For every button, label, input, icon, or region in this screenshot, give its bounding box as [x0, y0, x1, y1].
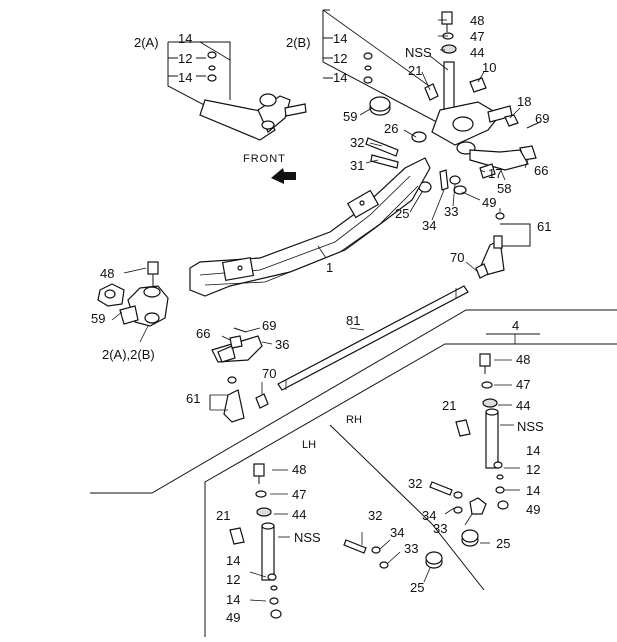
label-47-rh: 47 [516, 377, 530, 392]
label-nss-top: NSS [405, 45, 432, 60]
label-14-rh2: 14 [526, 483, 540, 498]
lh-parts [229, 463, 443, 619]
label-2b-top: 2(B) [286, 35, 311, 50]
label-47-lh: 47 [292, 487, 306, 502]
label-21-lh: 21 [216, 508, 230, 523]
label-26: 26 [384, 121, 398, 136]
label-12-b: 12 [333, 51, 347, 66]
label-14-a1: 14 [178, 31, 192, 46]
label-61-top: 61 [537, 219, 551, 234]
label-59-top: 59 [343, 109, 357, 124]
tie-rod-81 [277, 285, 469, 391]
label-48-left: 48 [100, 266, 114, 281]
label-17: 17 [488, 166, 502, 181]
label-58: 58 [497, 181, 511, 196]
leader-lines-upper [359, 19, 529, 221]
label-48-rh: 48 [516, 352, 530, 367]
label-14-lh2: 14 [226, 592, 240, 607]
rh-parts [429, 353, 520, 547]
label-49-lh: 49 [226, 610, 240, 625]
label-4: 4 [512, 318, 519, 333]
label-34-rh: 34 [422, 508, 436, 523]
label-21-rh: 21 [442, 398, 456, 413]
label-32-lh: 32 [368, 508, 382, 523]
label-rh: RH [346, 414, 362, 426]
label-nss-rh: NSS [517, 419, 544, 434]
label-12-rh: 12 [526, 462, 540, 477]
label-12-a: 12 [178, 51, 192, 66]
label-36: 36 [275, 337, 289, 352]
label-31: 31 [350, 158, 364, 173]
label-14-b1: 14 [333, 31, 347, 46]
label-25-lh: 25 [410, 580, 424, 595]
label-front: FRONT [243, 153, 286, 165]
label-44-lh: 44 [292, 507, 306, 522]
label-lh: LH [302, 439, 316, 451]
label-14-rh1: 14 [526, 443, 540, 458]
label-49-rh: 49 [526, 502, 540, 517]
label-14-lh1: 14 [226, 553, 240, 568]
label-1: 1 [326, 260, 333, 275]
label-66-left: 66 [196, 326, 210, 341]
label-14-a2: 14 [178, 70, 192, 85]
label-25-rh: 25 [496, 536, 510, 551]
label-69-left: 69 [262, 318, 276, 333]
label-61-left: 61 [186, 391, 200, 406]
label-81: 81 [346, 313, 360, 328]
label-44-rh: 44 [516, 398, 530, 413]
label-32-top: 32 [350, 135, 364, 150]
callout-labels: 2(A) 14 12 14 2(B) 14 12 14 48 47 44 NSS… [91, 13, 551, 625]
label-32-rh: 32 [408, 476, 422, 491]
axle-beam [189, 157, 431, 297]
label-34-top: 34 [422, 218, 436, 233]
label-33-rh: 33 [433, 521, 447, 536]
label-nss-lh: NSS [294, 530, 321, 545]
label-25-top: 25 [395, 206, 409, 221]
label-34-lh: 34 [390, 525, 404, 540]
label-10: 10 [482, 60, 496, 75]
label-49-top: 49 [482, 195, 496, 210]
label-48-top: 48 [470, 13, 484, 28]
knuckle-2b-group [322, 9, 541, 195]
knuckle-2a-group [167, 41, 307, 141]
label-69-top: 69 [535, 111, 549, 126]
label-70-left: 70 [262, 366, 276, 381]
label-47-top: 47 [470, 29, 484, 44]
label-66-top: 66 [534, 163, 548, 178]
label-18: 18 [517, 94, 531, 109]
label-70-top: 70 [450, 250, 464, 265]
label-14-b2: 14 [333, 70, 347, 85]
label-33-lh: 33 [404, 541, 418, 556]
tie-rod-end-upper [465, 208, 531, 279]
label-33-top: 33 [444, 204, 458, 219]
label-12-lh: 12 [226, 572, 240, 587]
front-arrow [271, 168, 296, 184]
section-boundaries [90, 309, 617, 637]
label-2a-top: 2(A) [134, 35, 159, 50]
label-21-top: 21 [408, 63, 422, 78]
label-44-top: 44 [470, 45, 484, 60]
label-2ab: 2(A),2(B) [102, 347, 155, 362]
left-knuckle-group [97, 261, 273, 423]
label-59-left: 59 [91, 311, 105, 326]
label-48-lh: 48 [292, 462, 306, 477]
